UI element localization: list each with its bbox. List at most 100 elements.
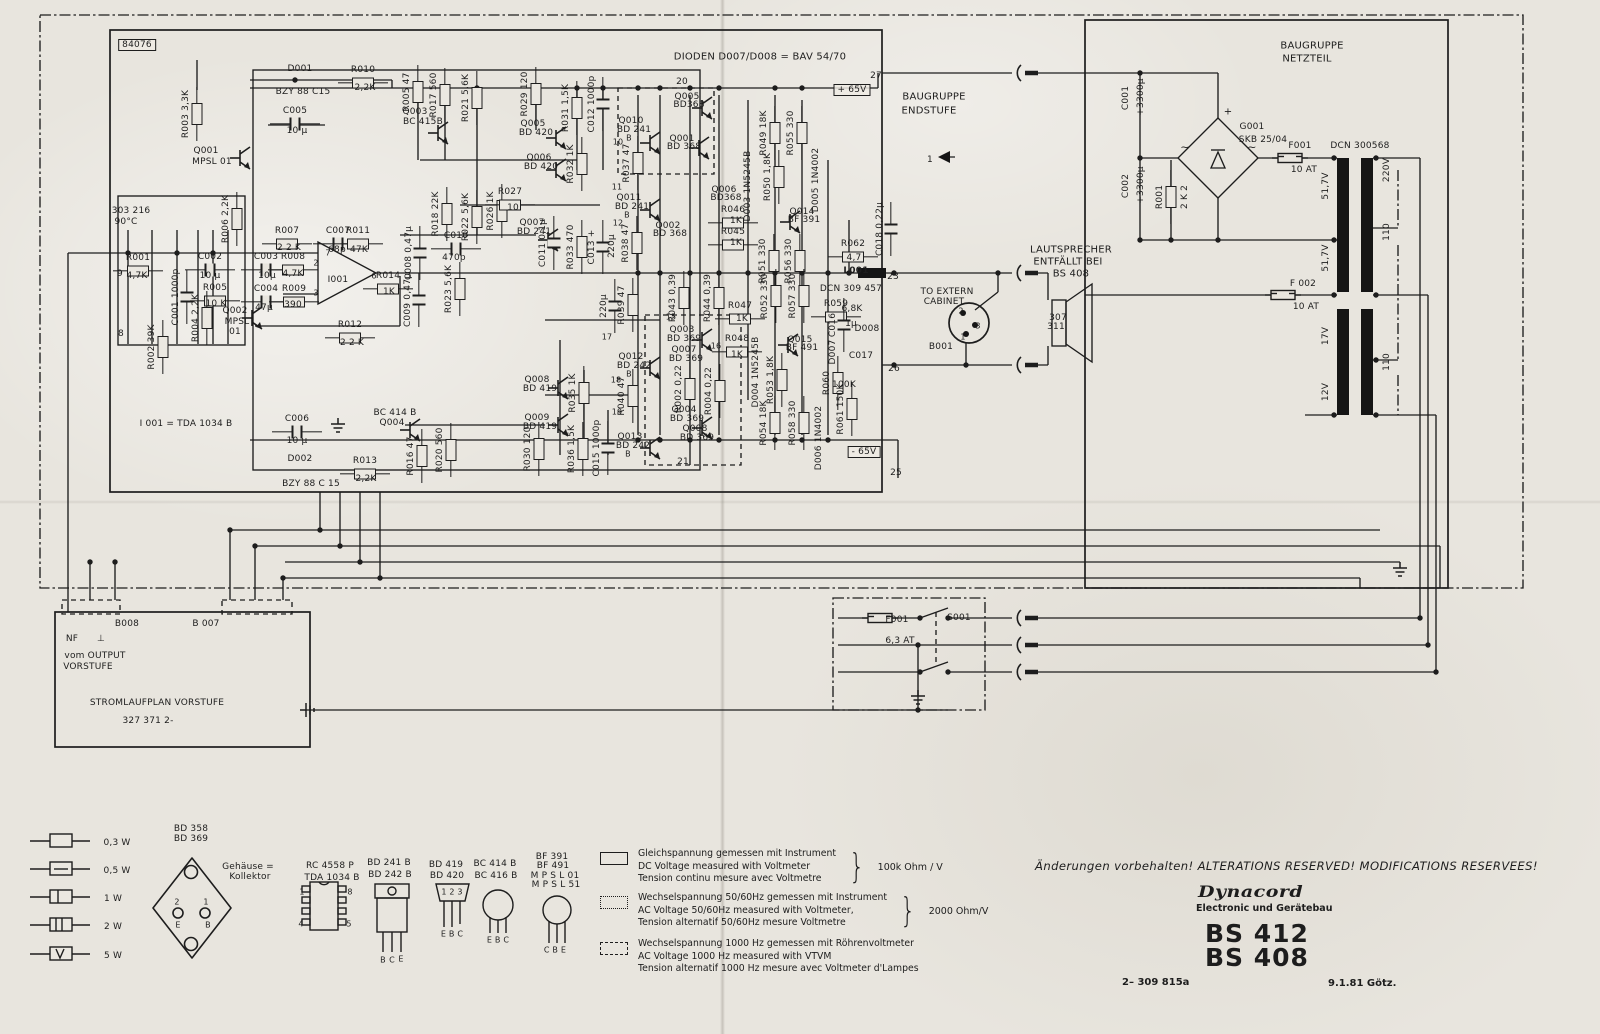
schematic-label: MPSL	[224, 317, 250, 327]
schematic-label: R032 1K	[566, 144, 576, 184]
schematic-label: C015 1000p	[592, 419, 602, 477]
schematic-label: R014	[375, 271, 401, 281]
schematic-label: R039 47	[617, 285, 627, 325]
schematic-label: Q009	[524, 413, 550, 423]
schematic-label: 3	[975, 321, 981, 331]
resistor-body	[571, 97, 583, 119]
schematic-label: VORSTUFE	[63, 662, 113, 672]
schematic-label: 47μ	[255, 303, 273, 313]
capacitor-body	[204, 263, 216, 277]
schematic-label: Q003	[402, 107, 428, 117]
schematic-label: 5 W	[103, 951, 123, 961]
schematic-label: 18	[610, 375, 622, 385]
schematic-label: 3	[313, 288, 319, 298]
schematic-label: R003 3,3K	[181, 89, 191, 139]
resistor-body	[445, 439, 457, 461]
schematic-label: BD368	[710, 193, 742, 203]
capacitor-body	[180, 291, 194, 303]
schematic-label: Q006	[711, 185, 737, 195]
resistor-body	[726, 346, 748, 358]
resistor-body	[798, 285, 810, 307]
schematic-label: 11	[611, 182, 623, 192]
schematic-label: R005 47	[402, 72, 412, 112]
schematic-label: B008	[114, 619, 140, 629]
dc-measure-text: Gleichspannung gemessen mit Instrument D…	[638, 848, 837, 885]
schematic-label: BF 491	[536, 861, 570, 871]
capacitor-body	[547, 237, 561, 249]
resistor-body	[354, 468, 376, 480]
resistor-body	[416, 445, 428, 467]
schematic-label: 17	[601, 332, 613, 342]
schematic-label: R009	[281, 284, 307, 294]
schematic-label: R057 330	[788, 273, 798, 319]
schematic-label: C010	[443, 231, 469, 241]
resistor-body	[231, 208, 243, 230]
schematic-label: ENDSTUFE	[901, 105, 957, 117]
schematic-label: R060	[822, 370, 832, 396]
schematic-label: 307	[1049, 313, 1067, 323]
schematic-label: NF	[65, 634, 79, 644]
capacitor-body	[412, 294, 426, 306]
schematic-label: 0,5 W	[103, 866, 131, 876]
schematic-label: R031 1,5K	[561, 83, 571, 133]
schematic-label: BC 415B	[403, 117, 443, 127]
schematic-label: 2,2K	[355, 474, 377, 484]
schematic-label: R018 22K	[431, 191, 441, 237]
schematic-label: BD 419	[522, 422, 558, 432]
schematic-label: F001	[885, 615, 909, 625]
schematic-label: C006	[284, 414, 310, 424]
schematic-label: Q015	[787, 335, 813, 345]
schematic-label: Q005	[674, 92, 700, 102]
schematic-label: 1K	[382, 287, 396, 297]
schematic-label: BD 242	[615, 441, 651, 451]
ac50-measure-text: Wechselspannung 50/60Hz gemessen mit Ins…	[638, 892, 888, 929]
resistor-body	[846, 398, 858, 420]
schematic-label: BC 414 B	[373, 408, 417, 418]
capacitor-body	[601, 442, 615, 454]
schematic-label: C017	[848, 351, 874, 361]
resistor-body	[842, 251, 864, 263]
capacitor-body	[289, 117, 301, 131]
measurement-note-dc: Gleichspannung gemessen mit Instrument D…	[600, 847, 943, 887]
schematic-label: C018 0,22μ	[875, 201, 885, 257]
schematic-label: BD368	[673, 100, 705, 110]
schematic-label: BD 420	[518, 128, 554, 138]
schematic-label: BD 241	[616, 125, 652, 135]
document-number: 2– 309 815a	[1122, 977, 1190, 988]
schematic-label: C016	[828, 312, 838, 338]
schematic-label: 1	[203, 897, 209, 907]
schematic-label: Q011	[616, 193, 642, 203]
schematic-label: BD 242 B	[368, 870, 412, 880]
schematic-label: Q008	[682, 424, 708, 434]
schematic-label: BD 369	[668, 354, 704, 364]
schematic-label: R044 0,39	[703, 273, 713, 323]
schematic-label: 90°C	[114, 217, 138, 227]
schematic-label: D003 1N5245B	[743, 150, 753, 222]
schematic-label: R061 150K	[836, 383, 846, 435]
brace-glyph: }	[900, 891, 916, 931]
schematic-label: 10 μ	[286, 126, 308, 136]
schematic-label: Q013	[617, 432, 643, 442]
schematic-label: R021 5,6K	[461, 73, 471, 123]
capacitor-body	[608, 300, 622, 312]
schematic-label: R029 120	[520, 71, 530, 117]
schematic-label: G001	[1239, 122, 1265, 132]
capacitor-body	[884, 223, 898, 235]
schematic-label: TO EXTERN	[920, 287, 974, 297]
resistor-body	[157, 336, 169, 358]
resistor-body	[204, 295, 226, 307]
resistor-body	[276, 238, 298, 250]
schematic-label: SKB 25/04	[1238, 135, 1288, 145]
schematic-label: 20	[676, 77, 688, 87]
schematic-label: BD 242	[616, 361, 652, 371]
resistor-body	[576, 153, 588, 175]
schematic-label: 1	[960, 332, 966, 342]
schematic-label: R002 39K	[147, 324, 157, 370]
resistor-body	[769, 412, 781, 434]
schematic-label: RC 4558 P	[306, 861, 354, 871]
resistor-body	[439, 84, 451, 106]
schematic-label: R048	[724, 334, 750, 344]
schematic-label: I001	[327, 275, 349, 285]
schematic-label: Q004	[671, 405, 697, 415]
schematic-label: ~	[1247, 140, 1257, 154]
